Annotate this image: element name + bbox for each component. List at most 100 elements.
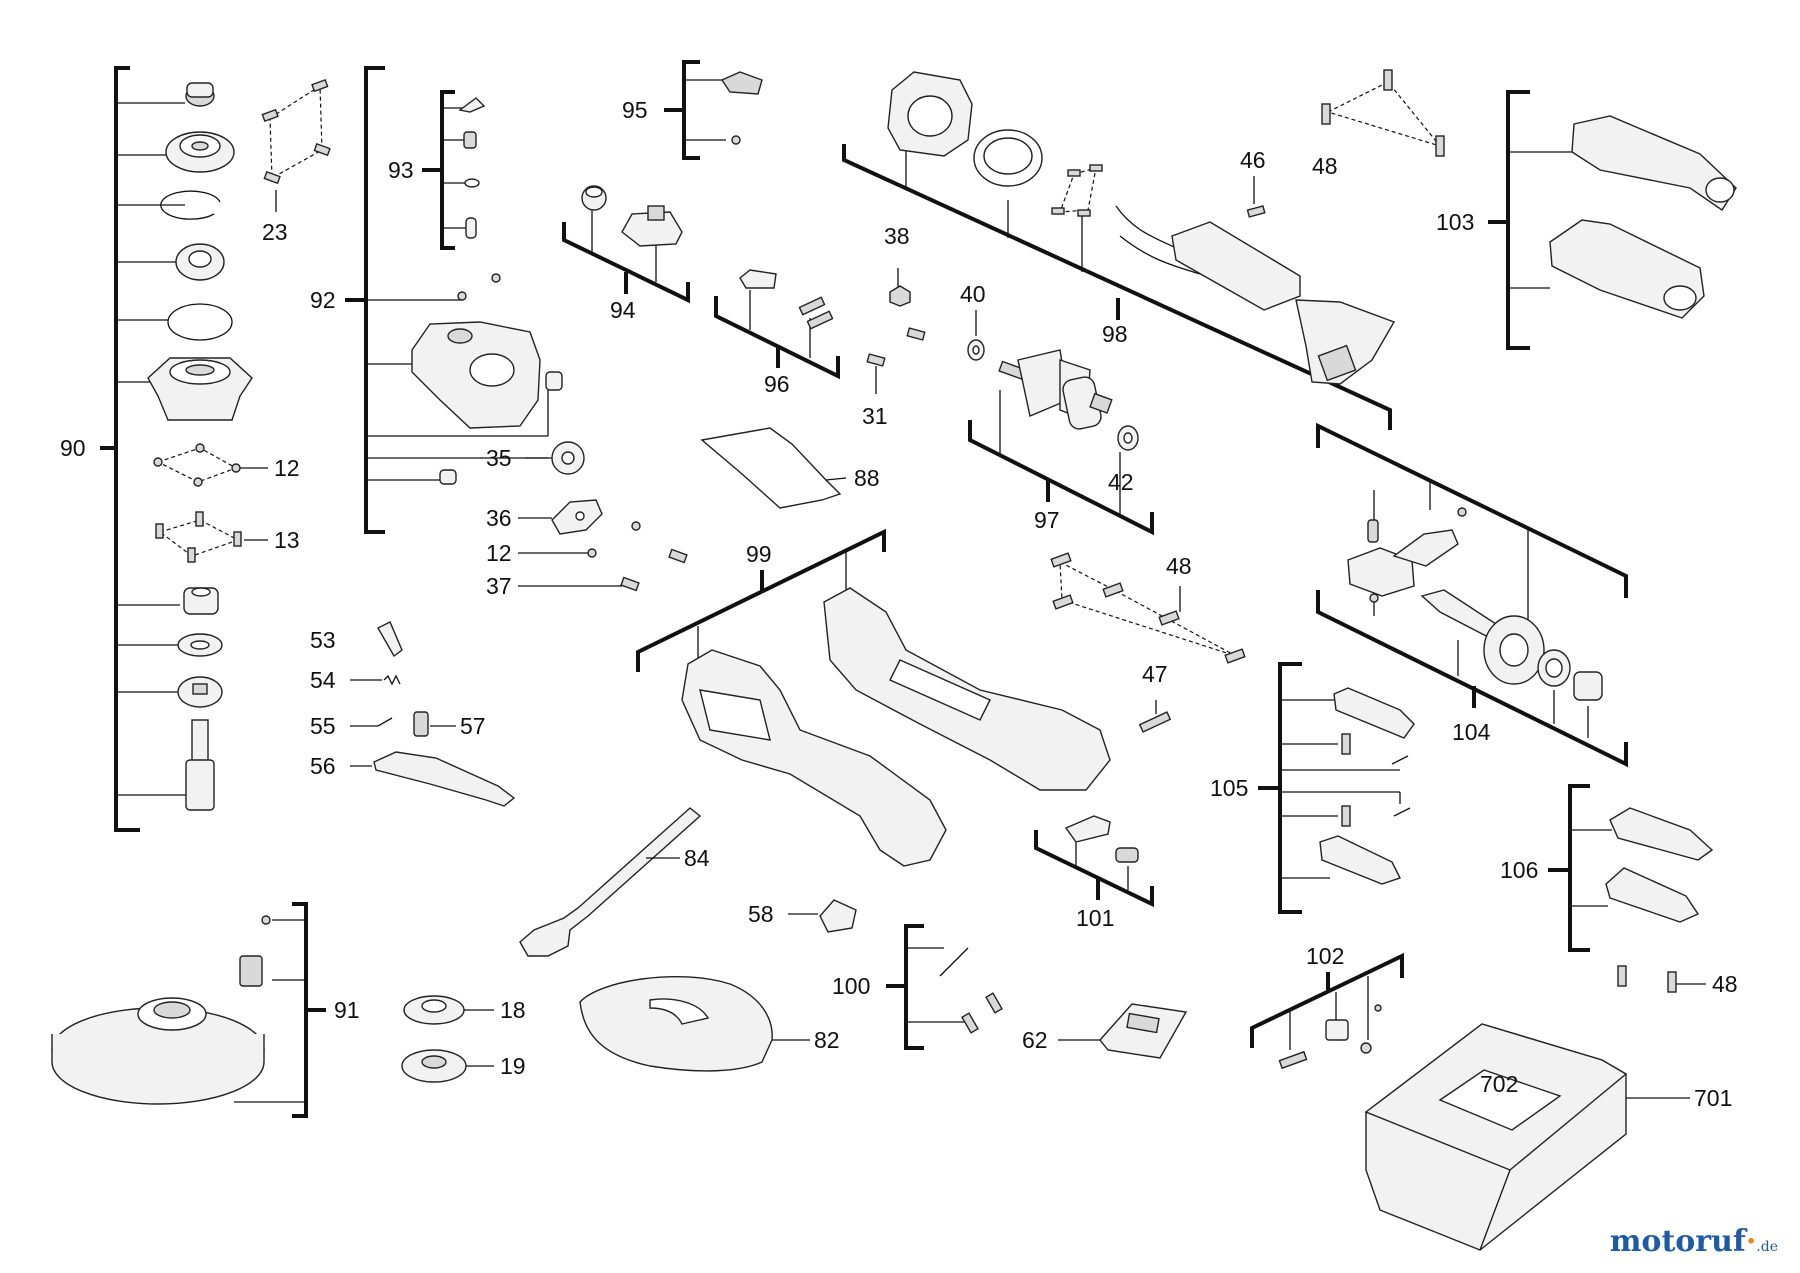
label-91: 91	[334, 997, 360, 1023]
label-94: 94	[610, 297, 636, 323]
label-96: 96	[764, 371, 790, 397]
carry-case	[1364, 1023, 1690, 1251]
group-106	[1548, 784, 1714, 952]
label-58: 58	[748, 901, 774, 927]
label-48-b: 48	[1166, 553, 1192, 579]
label-18: 18	[500, 997, 526, 1023]
pinion-part	[177, 676, 223, 708]
stator-part	[887, 71, 973, 157]
parts-48-bottom	[1617, 965, 1706, 993]
guard-part	[51, 997, 265, 1105]
label-104: 104	[1452, 719, 1491, 745]
parts-46-48-top	[1246, 69, 1445, 218]
watermark-tld: .de	[1756, 1239, 1778, 1255]
group-92-93	[345, 66, 585, 534]
label-31: 31	[862, 403, 888, 429]
label-13: 13	[274, 527, 300, 553]
housing-shell-part	[681, 649, 947, 867]
label-102: 102	[1306, 943, 1344, 969]
parts-53-57	[350, 621, 516, 807]
label-12: 12	[274, 455, 300, 481]
label-47: 47	[1142, 661, 1168, 687]
label-701: 701	[1694, 1085, 1732, 1111]
sleeve-part	[439, 469, 457, 485]
label-103: 103	[1436, 209, 1474, 235]
label-53: 53	[310, 627, 336, 653]
group-99	[636, 528, 1111, 867]
label-82: 82	[814, 1027, 840, 1053]
label-106: 106	[1500, 857, 1538, 883]
spindle-part	[185, 719, 215, 811]
bearing-35-part	[551, 441, 585, 475]
label-62: 62	[1022, 1027, 1048, 1053]
group-103	[1488, 90, 1737, 350]
washer-40-part	[967, 339, 985, 361]
screws-98	[1051, 164, 1103, 217]
label-48: 48	[1312, 153, 1338, 179]
washer-part	[177, 633, 223, 657]
label-48-c: 48	[1712, 971, 1738, 997]
label-101: 101	[1076, 905, 1114, 931]
cap-part	[581, 185, 607, 211]
o-ring-part	[167, 303, 233, 341]
watermark: motoruf·.de	[1610, 1224, 1778, 1259]
group-98	[842, 71, 1396, 430]
parts-36-12-37	[518, 499, 688, 592]
guard-cover-82-part	[579, 975, 773, 1072]
group-102	[1250, 952, 1404, 1070]
inner-flange-18-part	[403, 995, 465, 1025]
label-105: 105	[1210, 775, 1248, 801]
retaining-ring-part	[160, 190, 221, 220]
group-90	[100, 66, 331, 832]
group-105	[1258, 662, 1415, 914]
label-702: 702	[1480, 1071, 1518, 1097]
label-38: 38	[884, 223, 910, 249]
label-37: 37	[486, 573, 512, 599]
bearing-42-part	[1117, 425, 1139, 451]
watermark-main: motoruf	[1609, 1224, 1746, 1259]
baffle-part	[973, 129, 1043, 187]
label-42: 42	[1108, 469, 1134, 495]
label-12-b: 12	[486, 540, 512, 566]
label-55: 55	[310, 713, 336, 739]
spanner-part	[519, 807, 702, 957]
label-92: 92	[310, 287, 336, 313]
label-90: 90	[60, 435, 86, 461]
wire-harness-part	[1115, 205, 1396, 385]
parts-48-47-middle	[1050, 552, 1246, 733]
label-36: 36	[486, 505, 512, 531]
parts-38-31-88	[700, 268, 926, 509]
label-40: 40	[960, 281, 986, 307]
label-98: 98	[1102, 321, 1128, 347]
group-91	[51, 902, 326, 1118]
parts-58-18-19-82	[401, 899, 857, 1083]
label-57: 57	[460, 713, 486, 739]
flange-nut-19-part	[401, 1049, 467, 1083]
label-19: 19	[500, 1053, 526, 1079]
label-54: 54	[310, 667, 336, 693]
label-93: 93	[388, 157, 414, 183]
part-62	[1058, 1003, 1188, 1059]
group-104	[1316, 422, 1628, 768]
group-94	[562, 185, 690, 304]
armature-part	[998, 349, 1113, 430]
group-100	[886, 924, 1003, 1050]
group-101	[1034, 815, 1154, 908]
label-84: 84	[684, 845, 710, 871]
handle-core-part	[1549, 219, 1705, 319]
label-35: 35	[486, 445, 512, 471]
label-97: 97	[1034, 507, 1060, 533]
watermark-dot-icon: ·	[1745, 1224, 1757, 1259]
bearing-flange-part	[165, 131, 235, 173]
flange-nut-part	[185, 82, 215, 107]
handle-grip-part	[1571, 115, 1737, 211]
group-97	[967, 310, 1154, 536]
callout-labels: 90 23 12 13 92 93 35 36 12 37 95 94 96 3…	[60, 97, 1738, 1111]
label-56: 56	[310, 753, 336, 779]
label-95: 95	[622, 97, 648, 123]
label-88: 88	[854, 465, 880, 491]
gear-housing-part	[147, 357, 253, 421]
switch-block-part	[621, 205, 683, 247]
label-23: 23	[262, 219, 288, 245]
